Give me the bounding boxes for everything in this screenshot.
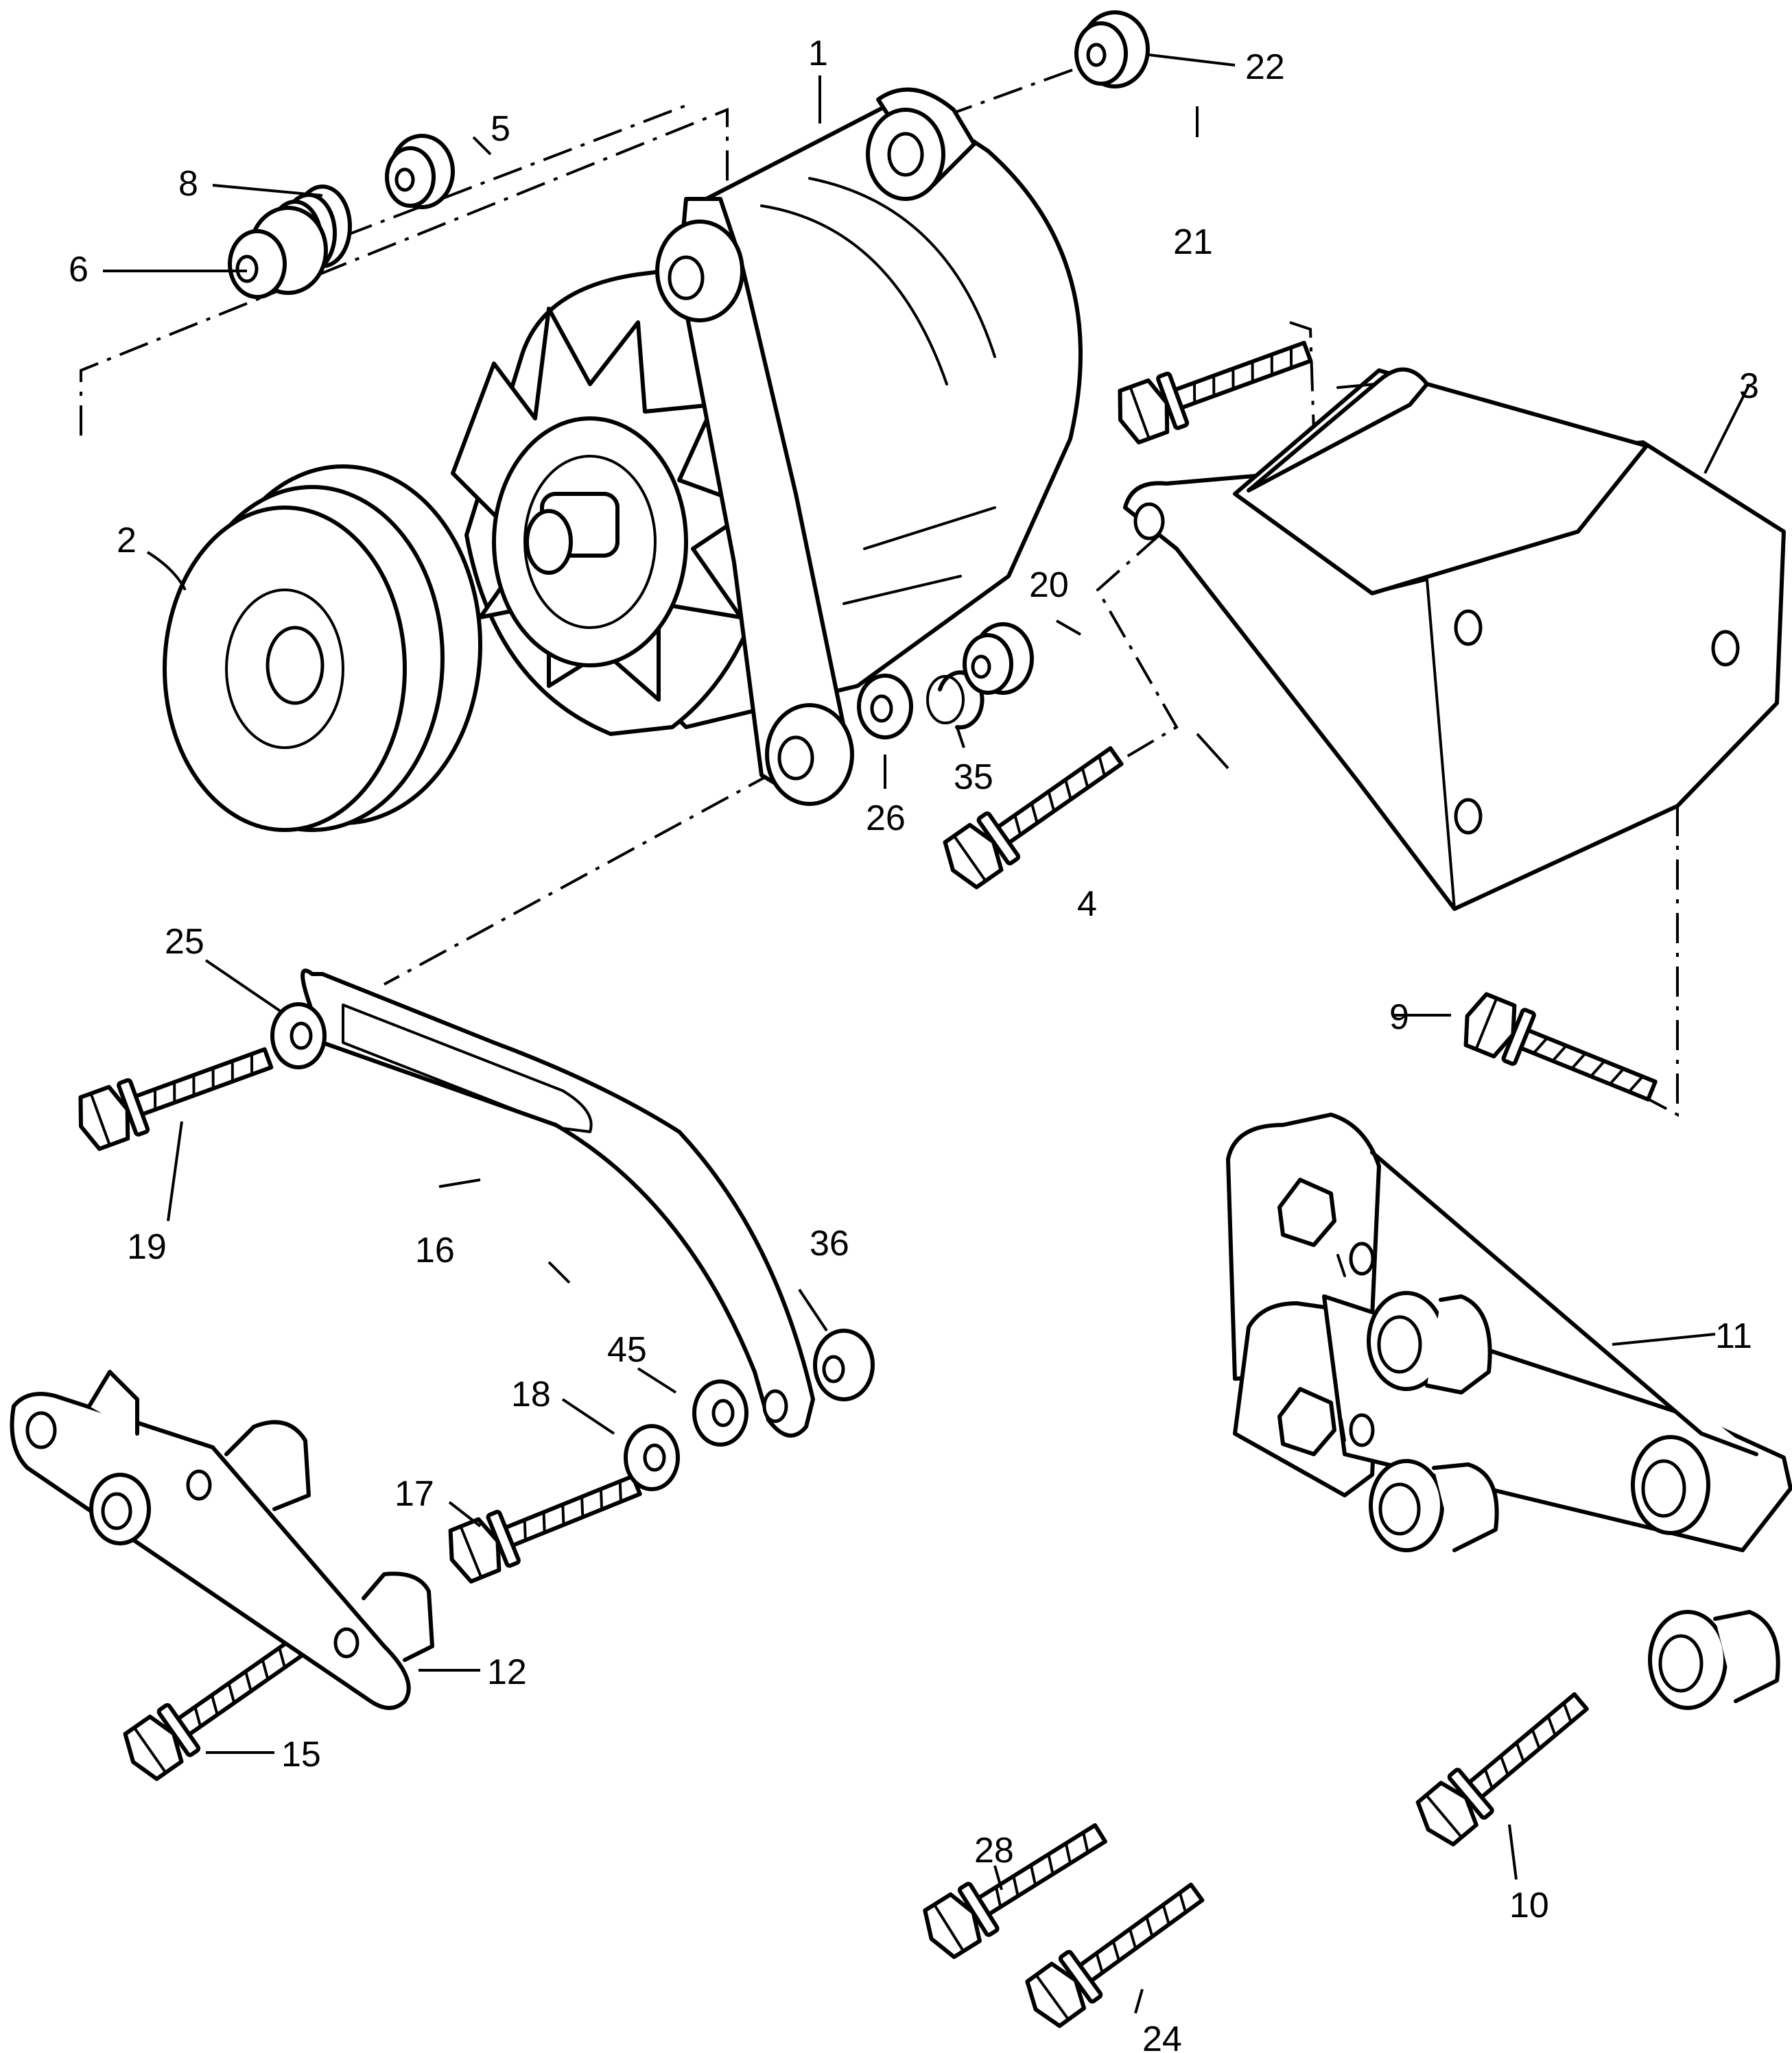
callout-12: 12 xyxy=(487,1652,527,1692)
callout-25: 25 xyxy=(165,922,204,962)
callout-16: 16 xyxy=(415,1231,455,1270)
bolt-part-21[interactable] xyxy=(1111,326,1317,445)
callout-4: 4 xyxy=(1077,884,1097,924)
bolt-part-10[interactable] xyxy=(1411,1681,1599,1851)
bolt-part-19[interactable] xyxy=(71,1032,277,1152)
nut-part-36[interactable] xyxy=(813,1329,875,1401)
washer-part-45[interactable] xyxy=(694,1381,746,1445)
callout-36: 36 xyxy=(810,1224,849,1263)
bushing-part-6[interactable] xyxy=(228,206,328,299)
callout-8: 8 xyxy=(178,164,198,204)
callout-1: 1 xyxy=(808,34,828,73)
callout-10: 10 xyxy=(1509,1886,1549,1925)
washer-part-26[interactable] xyxy=(857,674,913,739)
callout-28: 28 xyxy=(974,1831,1014,1871)
callout-17: 17 xyxy=(394,1474,434,1514)
callout-labels: 1 2 3 4 5 6 8 9 10 11 12 15 16 17 18 19 … xyxy=(69,34,1759,2053)
callout-9: 9 xyxy=(1389,997,1409,1037)
callout-18: 18 xyxy=(511,1375,551,1414)
callout-21: 21 xyxy=(1173,222,1213,262)
mounting-plate-part-12[interactable] xyxy=(10,1370,434,1710)
washer-part-18[interactable] xyxy=(626,1426,678,1489)
callout-3: 3 xyxy=(1739,366,1759,406)
bolt-part-24[interactable] xyxy=(1019,1871,1213,2032)
callout-26: 26 xyxy=(866,798,906,838)
bracket-part-3[interactable] xyxy=(1123,367,1786,911)
nut-part-22[interactable] xyxy=(1074,10,1150,88)
adjusting-link-part-16[interactable] xyxy=(300,969,815,1438)
bolt-part-28[interactable] xyxy=(917,1810,1114,1962)
callout-11: 11 xyxy=(1715,1316,1752,1356)
pulley-part-2[interactable] xyxy=(163,464,482,832)
callout-22: 22 xyxy=(1245,47,1285,87)
leader-lines xyxy=(103,54,1751,2014)
callout-5: 5 xyxy=(491,109,510,149)
bolt-part-9[interactable] xyxy=(1457,990,1662,1116)
callout-6: 6 xyxy=(69,250,89,289)
callout-15: 15 xyxy=(281,1735,321,1775)
callout-45: 45 xyxy=(607,1330,647,1370)
alternator-part-1[interactable] xyxy=(451,87,1083,806)
nut-part-5[interactable] xyxy=(385,134,455,209)
bolt-part-17[interactable] xyxy=(442,1460,647,1585)
callout-35: 35 xyxy=(954,757,993,797)
callout-19: 19 xyxy=(127,1227,167,1267)
callout-2: 2 xyxy=(117,521,137,560)
washer-part-25[interactable] xyxy=(272,1004,325,1067)
nut-part-20[interactable] xyxy=(963,622,1034,695)
mounting-bracket-part-11[interactable] xyxy=(1226,1113,1792,1710)
callout-24: 24 xyxy=(1142,2019,1182,2053)
callout-20: 20 xyxy=(1029,565,1069,605)
